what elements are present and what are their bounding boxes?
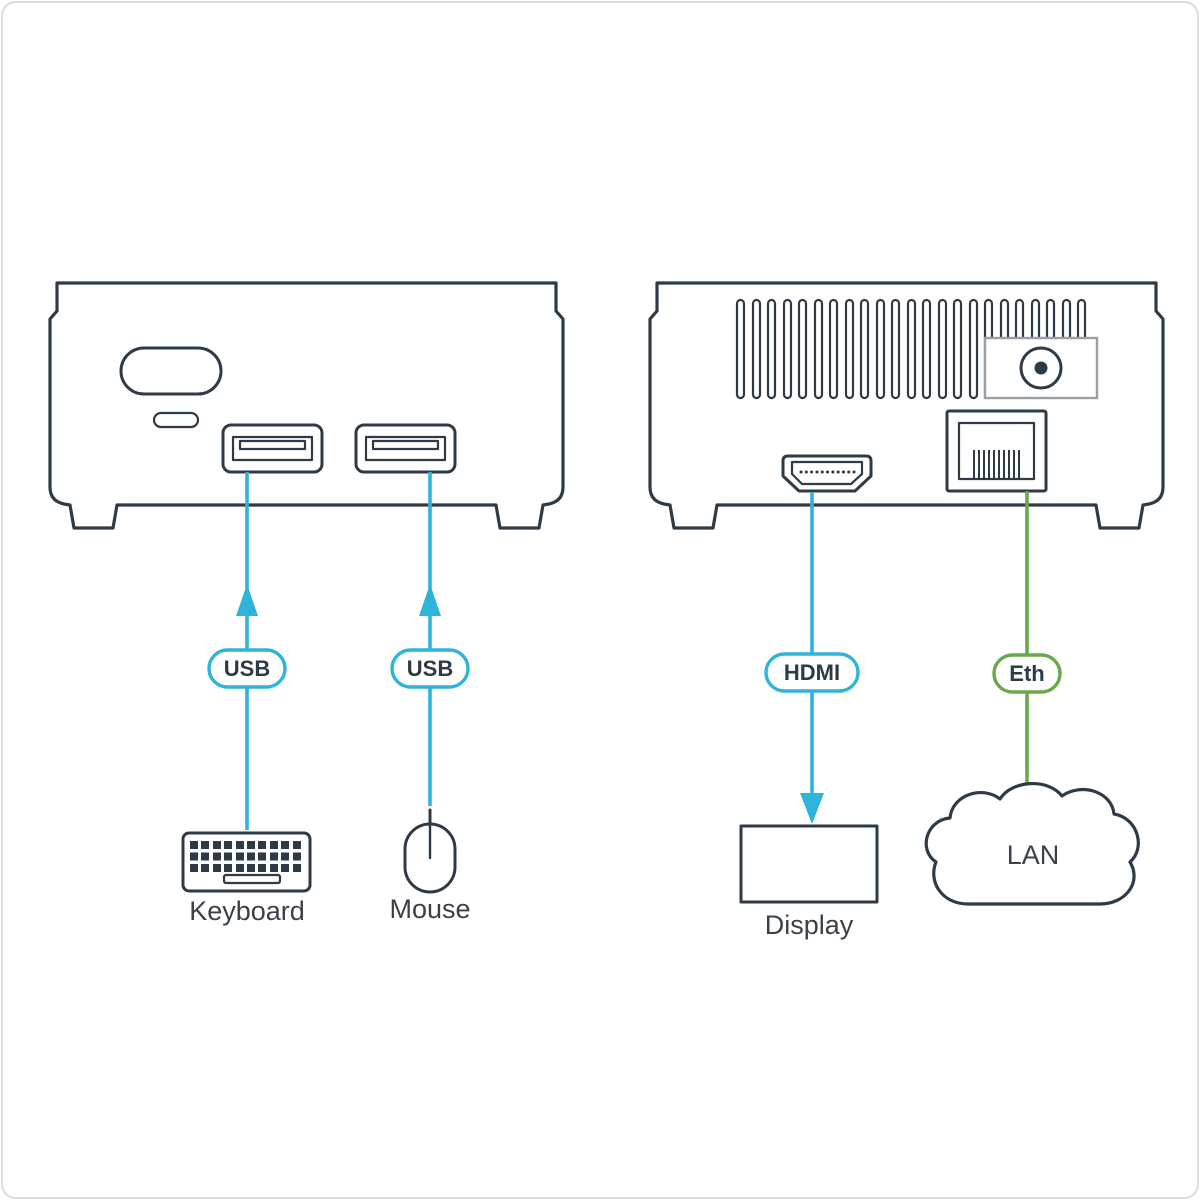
eth-badge-label: Eth: [1009, 661, 1044, 686]
arrow-down-icon: [800, 793, 824, 824]
power-led-indicator: [152, 411, 200, 429]
usb-badge-keyboard-label: USB: [224, 656, 270, 681]
power-button: [119, 346, 223, 396]
ethernet-pins: [973, 450, 1020, 478]
usb-connection-mouse: USB: [390, 472, 470, 806]
display-icon: [739, 824, 879, 904]
ethernet-port: [945, 409, 1048, 493]
hdmi-connection-display: HDMI: [764, 492, 860, 824]
device-back-panel: [648, 281, 1165, 530]
keyboard-label: Keyboard: [189, 896, 305, 926]
power-jack-pin: [1034, 361, 1048, 375]
hdmi-port: [781, 454, 873, 493]
keyboard-keys: [190, 841, 301, 872]
display-label: Display: [765, 910, 854, 940]
keyboard-icon: [181, 831, 312, 893]
eth-badge: [992, 653, 1062, 694]
device-front-panel: [48, 281, 565, 530]
lan-label: LAN: [1007, 840, 1060, 870]
hdmi-badge: [764, 652, 860, 693]
keyboard-spacebar: [222, 873, 282, 885]
mouse-label: Mouse: [389, 894, 470, 924]
arrow-up-icon: [419, 584, 441, 616]
device-front-outline: [48, 281, 565, 530]
usb-badge-mouse-label: USB: [407, 656, 453, 681]
usb-connection-keyboard: USB: [207, 472, 287, 830]
mouse-icon: [403, 808, 457, 894]
power-connector: [983, 336, 1099, 400]
usb-port-1: [221, 423, 324, 474]
arrow-up-icon: [236, 584, 258, 616]
usb-port-2: [354, 423, 457, 474]
usb-badge-mouse: [390, 648, 470, 689]
usb-badge-keyboard: [207, 648, 287, 689]
eth-connection-lan: Eth: [992, 491, 1062, 810]
hdmi-badge-label: HDMI: [784, 660, 840, 685]
lan-cloud-icon: [924, 782, 1140, 906]
power-jack-ring: [1019, 346, 1063, 390]
